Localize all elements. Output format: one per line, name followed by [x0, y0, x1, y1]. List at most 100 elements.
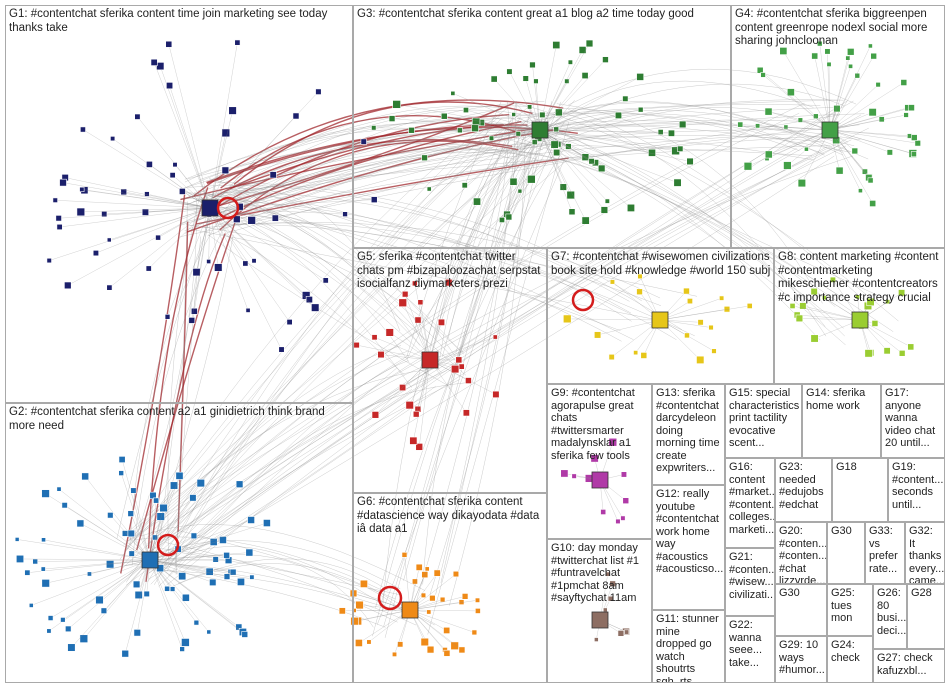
node: [385, 328, 394, 337]
node: [179, 646, 185, 652]
edge: [148, 146, 828, 537]
edge: [494, 78, 541, 131]
node: [415, 563, 423, 571]
node: [719, 295, 725, 301]
node: [80, 126, 86, 133]
group-box-g11: G11: stunner mine dropped go watch shout…: [652, 610, 725, 683]
node: [415, 443, 424, 451]
node: [443, 649, 451, 657]
hub-node: [591, 611, 609, 629]
edge: [133, 490, 151, 561]
edge: [167, 550, 402, 596]
node: [156, 62, 165, 71]
edge: [165, 542, 398, 623]
group-box-g2: G2: #contentchat sferika content a2 a1 g…: [5, 403, 353, 683]
edge: [238, 188, 401, 332]
node: [437, 318, 445, 326]
edge: [192, 143, 555, 202]
node: [858, 188, 863, 194]
edge: [186, 185, 630, 302]
edge: [783, 50, 831, 131]
edge: [49, 207, 211, 261]
node: [426, 609, 432, 615]
edge: [121, 345, 402, 567]
edge: [829, 66, 851, 131]
edge: [125, 350, 408, 583]
edge: [449, 135, 526, 606]
edge: [191, 229, 663, 322]
edge: [208, 234, 449, 387]
node: [149, 491, 157, 500]
edge: [149, 500, 157, 561]
node: [429, 594, 436, 602]
group-box-g26: G26: 80 busi... deci...: [873, 584, 907, 649]
edge: [217, 105, 533, 184]
edge: [539, 124, 683, 131]
edge: [196, 207, 211, 273]
node: [95, 595, 104, 605]
node: [597, 164, 606, 173]
edge: [659, 297, 722, 321]
node: [463, 107, 469, 114]
node: [221, 128, 231, 138]
edge: [814, 56, 831, 131]
edge: [149, 555, 227, 561]
edge: [215, 223, 677, 340]
edge: [213, 188, 458, 348]
node: [571, 473, 577, 479]
node: [609, 279, 616, 285]
edge: [185, 224, 465, 355]
edge: [768, 129, 831, 155]
node: [867, 177, 874, 184]
edge: [217, 191, 682, 330]
edge: [429, 140, 506, 348]
node: [605, 571, 611, 577]
edge: [829, 107, 912, 131]
edge: [83, 559, 151, 639]
group-box-g33: G33: vs prefer rate...: [865, 522, 905, 584]
edge: [539, 129, 681, 149]
node: [391, 651, 398, 657]
node: [79, 186, 85, 193]
edge: [103, 559, 151, 611]
hub-node: [651, 311, 669, 329]
group-box-g19: G19: #content... seconds until...: [888, 458, 945, 522]
node: [567, 59, 573, 65]
node: [141, 208, 150, 216]
group-box-g24: G24: check: [827, 636, 873, 683]
node: [164, 314, 171, 320]
node: [737, 121, 744, 128]
edge: [747, 129, 831, 167]
node: [821, 295, 827, 301]
node: [855, 294, 860, 300]
edge: [209, 207, 346, 215]
edge: [147, 355, 409, 544]
node: [377, 351, 385, 359]
group-label-g33: G33: vs prefer rate...: [869, 525, 898, 575]
node: [60, 617, 66, 623]
group-box-g18: G18: [832, 458, 888, 522]
node: [471, 124, 479, 132]
node: [475, 608, 481, 614]
edge: [429, 152, 532, 596]
node: [633, 350, 639, 356]
group-box-g20: G20: #conten... #conten... #chat lizzyrd…: [775, 522, 827, 584]
node: [67, 643, 76, 652]
node: [851, 147, 859, 155]
edge: [440, 101, 553, 583]
group-label-g27: G27: check kafuzxbl...: [877, 652, 933, 677]
edge: [829, 129, 873, 204]
node: [426, 186, 432, 192]
node: [56, 223, 63, 231]
node: [637, 106, 644, 113]
node: [445, 278, 453, 287]
edge: [415, 141, 567, 332]
node: [786, 88, 795, 97]
node: [150, 58, 158, 66]
node: [249, 574, 255, 580]
edge: [539, 129, 602, 169]
edge: [539, 115, 619, 131]
node: [461, 182, 468, 189]
group-label-g32: G32: It thanks every... came...: [909, 525, 945, 584]
